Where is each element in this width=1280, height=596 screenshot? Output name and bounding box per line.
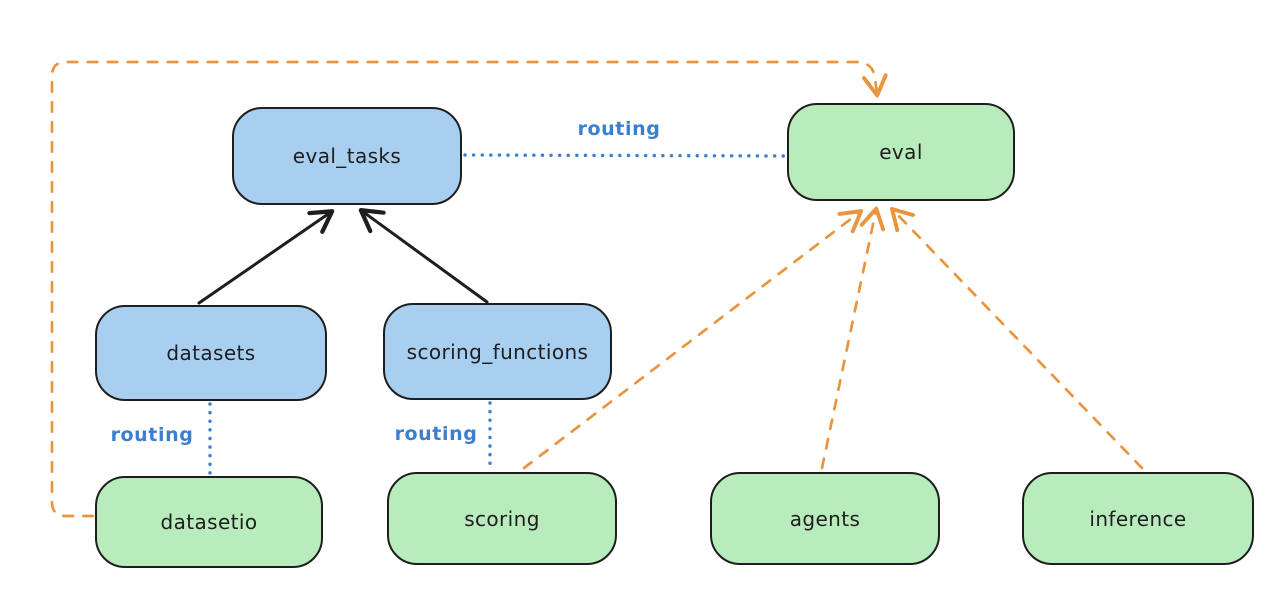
node-eval-label: eval <box>879 140 923 164</box>
node-scoring: scoring <box>387 472 617 565</box>
node-inference-label: inference <box>1089 506 1187 531</box>
edge-scoring-to-eval <box>522 209 864 470</box>
edge-agents-to-eval <box>820 206 886 470</box>
node-scoring-label: scoring <box>464 506 540 531</box>
edge-label-routing-top: routing <box>577 118 661 140</box>
node-eval: eval <box>787 103 1015 201</box>
node-datasetio-label: datasetio <box>160 510 258 534</box>
node-datasets-label: datasets <box>166 341 256 365</box>
node-datasets: datasets <box>95 305 327 401</box>
edge-datasetio-to-eval <box>50 60 888 518</box>
node-eval-tasks-label: eval_tasks <box>292 144 402 168</box>
edge-label-routing-middle: routing <box>394 423 478 445</box>
edge-label-routing-left: routing <box>110 424 194 446</box>
node-scoring-functions: scoring_functions <box>383 303 612 400</box>
node-agents: agents <box>710 472 940 565</box>
edge-scoring-functions-to-eval-tasks <box>358 208 489 304</box>
node-inference: inference <box>1022 472 1254 565</box>
edge-datasets-to-eval-tasks <box>197 209 335 305</box>
edge-eval-tasks-to-eval-routing <box>463 153 788 158</box>
node-scoring-functions-label: scoring_functions <box>406 339 589 364</box>
node-datasetio: datasetio <box>95 476 323 568</box>
node-eval-tasks: eval_tasks <box>232 107 462 205</box>
node-agents-label: agents <box>789 506 861 531</box>
edge-inference-to-eval <box>890 206 1144 470</box>
